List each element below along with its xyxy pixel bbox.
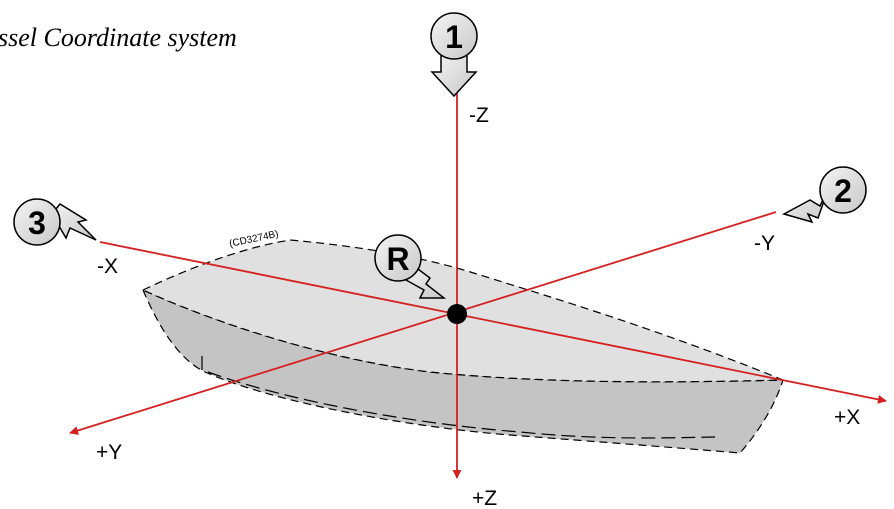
axes [69,92,887,479]
marker-1-arrow [430,54,478,98]
origin-point [447,304,467,324]
axis-label-minus-y: -Y [754,232,775,255]
marker-2-label: 2 [834,173,852,209]
y-axis-line [69,211,777,435]
marker-3: 3 [13,198,97,246]
axis-label-plus-y: +Y [96,441,122,464]
axis-label-minus-z: -Z [469,104,489,127]
x-axis-line [99,241,887,404]
marker-reference-label: R [386,241,409,277]
marker-2: 2 [782,166,867,224]
marker-1-circle [430,12,478,60]
marker-2-circle [819,166,867,214]
hull-side [141,288,784,454]
hull: (CD3274B) [141,229,784,454]
marker-3-label: 3 [28,205,46,241]
marker-3-circle [13,198,61,246]
marker-1-label: 1 [445,19,463,55]
marker-reference: R [374,234,447,299]
marker-2-arrow [782,183,831,224]
marker-reference-circle [374,234,422,282]
axis-label-minus-x: -X [97,255,118,278]
marker-1: 1 [430,12,478,98]
axis-label-plus-x: +X [834,406,860,429]
axis-label-plus-z: +Z [472,487,497,509]
hull-keel-line [201,356,716,439]
marker-3-arrow [51,203,97,241]
diagram-title: ssel Coordinate system [0,23,237,52]
